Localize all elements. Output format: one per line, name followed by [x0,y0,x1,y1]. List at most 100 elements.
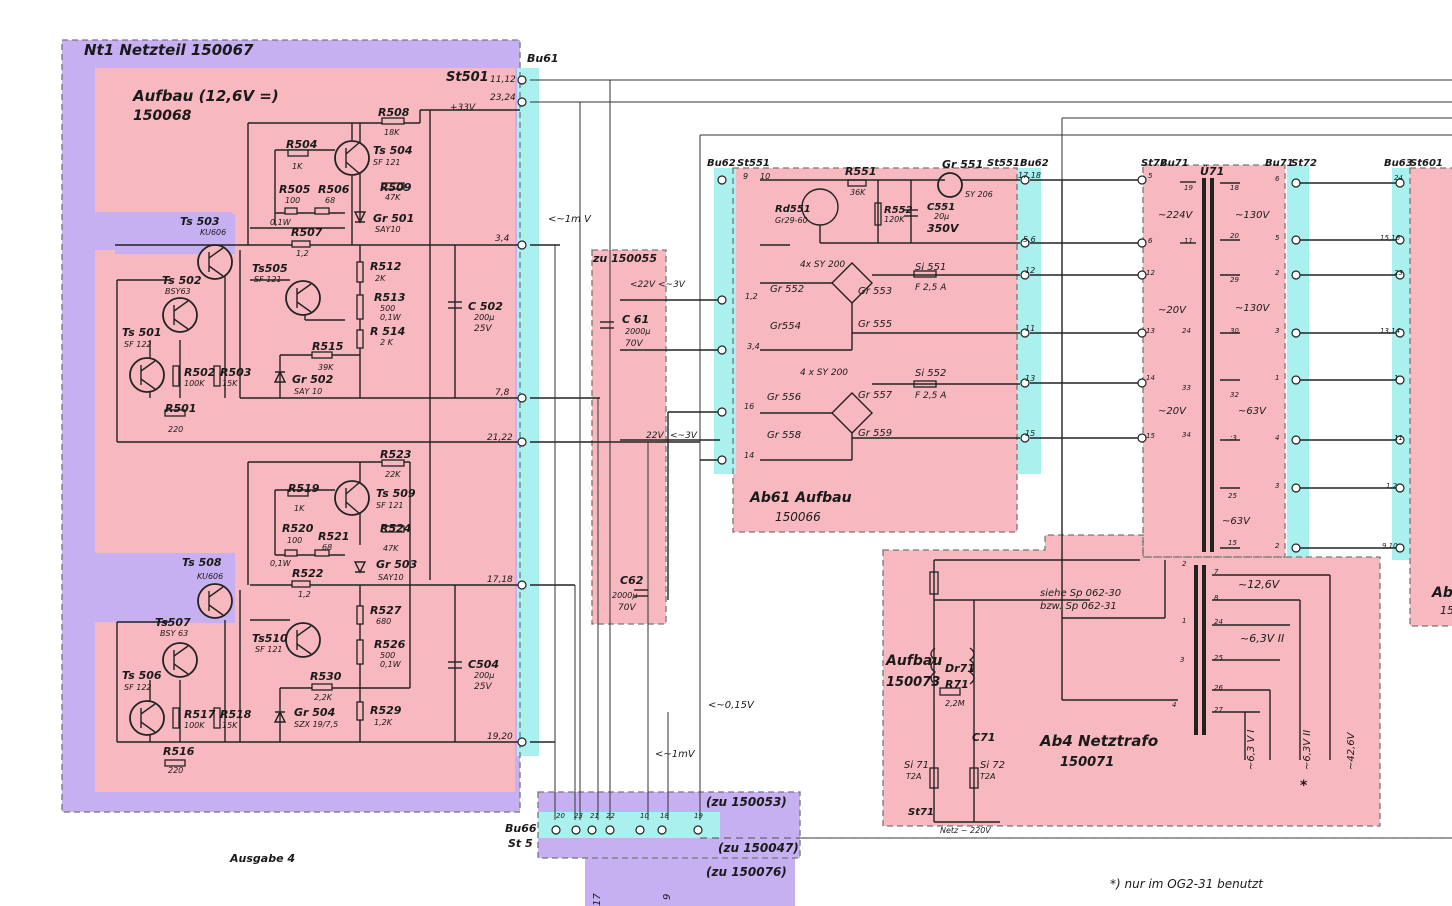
ts507-symbol [162,642,198,678]
si72-value: T2A [980,772,995,781]
gr551-type: SY 206 [965,190,993,199]
r551-label: R551 [845,165,876,178]
pin-label: 21,22 [487,433,513,443]
bottom-pin: 23 [574,812,583,820]
c71-label: C71 [972,731,995,744]
connector-pin [517,240,527,250]
connector-pin [1291,270,1301,280]
ab4-note: bzw. Sp 062-31 [1040,601,1117,612]
ab61-pin: 5,6 [1023,235,1036,244]
r530-label: R530 [310,670,342,683]
c504-voltage: 25V [474,682,492,692]
connector-pin [1395,270,1405,280]
winding-6-3v-ii: ~6,3V II [1240,632,1284,645]
c502-label: C 502 [468,300,503,313]
gr553-label: Gr 553 [858,286,892,297]
st72b-label: St72 [1291,158,1317,169]
aufbau-number: 150068 [133,108,192,124]
trafo-pin: 1 [1275,374,1279,382]
gr559-label: Gr 559 [858,428,892,439]
winding-label: ~130V [1235,210,1270,221]
ts507-label: Ts507 [155,616,191,629]
right-partial-number: 15 [1440,604,1452,617]
r71-label: R71 [945,678,969,691]
ab61-title: Ab61 Aufbau [749,490,852,506]
ts506-label: Ts 506 [122,669,162,682]
bridge1-label: 4x SY 200 [800,260,845,270]
filter-v1: <22V [630,280,656,290]
bu62-label: Bu62 [707,158,736,169]
r501-value: 220 [168,425,183,434]
ts504-type: SF 121 [373,158,401,167]
right-pin: 13,14 [1380,327,1400,335]
r503-value: 15K [222,379,238,388]
ts509-label: Ts 509 [376,487,416,500]
ab4-aufbau-number: 150073 [886,675,940,690]
r71-value: 2,2M [945,699,965,708]
ts509-type: SF 121 [376,501,404,510]
footnote: *) nur im OG2-31 benutzt [1110,877,1264,891]
colored-regions [62,40,1452,906]
connector-pin [635,825,645,835]
ts508-label: Ts 508 [182,556,222,569]
r518-value: 15K [222,721,238,730]
r517-value: 100K [184,721,205,730]
trafo-pin: 27 [1214,706,1223,714]
bridge2-label: 4 x SY 200 [800,368,848,378]
connector-pin [517,393,527,403]
r522-label: R522 [292,567,324,580]
r521-value: 68 [322,543,332,552]
trafo-pin: 8 [1214,594,1219,602]
r552-label: R552 [884,205,913,216]
c502-voltage: 25V [474,324,492,334]
c62-label: C62 [620,574,644,587]
ts506-type: SF 122 [124,683,152,692]
trafo-pin: ;3 [1230,434,1237,442]
pin-label: 19,20 [487,732,513,742]
ts505-label: Ts505 [252,262,288,275]
r524-value: 47K [383,544,399,553]
ts509-symbol [334,480,370,516]
ab61-pin: 14 [744,451,754,460]
si72-label: Si 72 [980,760,1005,771]
st72-label: St72 [1141,158,1167,169]
w01-label: 0,1W [270,559,292,568]
trafo-pin: 29 [1230,276,1239,284]
mains-label: Netz ~ 220V [940,826,991,835]
connector-pin [1020,270,1030,280]
ab61-pin: 1,2 [745,292,758,301]
ab61-pin: 11 [1025,324,1035,333]
nt1-title: Nt1 Netzteil 150067 [84,41,254,59]
out-label: ~6,3 V I [1246,730,1257,770]
connector-pin [1291,435,1301,445]
r502-label: R502 [184,366,216,379]
connector-pin [1020,328,1030,338]
ts502-label: Ts 502 [162,274,202,287]
connector-pin [1395,375,1405,385]
connector-pin [1020,238,1030,248]
gr551-symbol [937,172,963,198]
connector-pin [1291,178,1301,188]
bu63-label: Bu63 [1384,158,1413,169]
connector-pin [717,175,727,185]
ab61-pin: 9 [743,172,748,181]
gr504-type: SZX 19/7,5 [294,720,338,729]
ts508-symbol [197,583,233,619]
right-pin: 9,10 [1382,542,1398,550]
r507-value: 1,2 [296,249,309,258]
c62-value: 2000µ [612,591,637,600]
ab61-number: 150066 [775,510,821,524]
ab4-note: siehe Sp 062-30 [1040,588,1121,599]
gr556-label: Gr 556 [767,392,801,403]
c61-value: 2000µ [625,327,650,336]
ab4-aufbau: Aufbau [885,653,942,669]
aufbau-title: Aufbau (12,6V =) [132,87,279,105]
rd551-label: Rd551 [775,204,811,215]
r512-label: R512 [370,260,402,273]
c504-value: 200µ [474,671,494,680]
rd551-type: Gr29-60 [775,216,808,225]
ab61-pin: 15 [1025,429,1035,438]
right-pin: 24 [1394,174,1403,182]
trafo-pin: 25 [1214,654,1223,662]
r516-label: R516 [163,745,195,758]
